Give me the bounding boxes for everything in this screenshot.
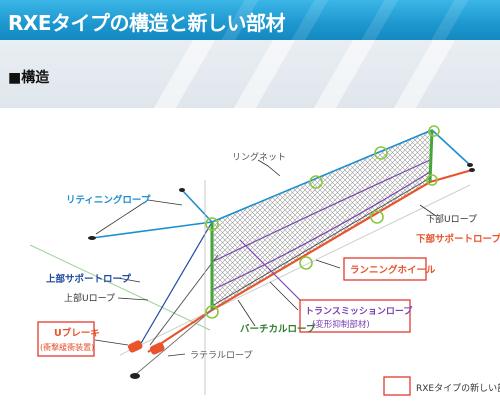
retaining-rope-label: リティニングロープ	[66, 194, 151, 206]
transmission-ropes	[211, 159, 431, 301]
section-bar: ■構造	[0, 40, 500, 108]
upper-support-rope-line	[139, 221, 213, 346]
upper-support-rope-label: 上部サポートロープ	[46, 273, 131, 285]
u-brake-box	[37, 321, 95, 357]
running-wheel-markers	[205, 125, 440, 319]
upper-u-rope-label: 上部Uロープ	[64, 292, 115, 304]
u-brake-devices	[127, 340, 165, 355]
vertical-rope-label: バーチカルロープ	[240, 323, 316, 335]
running-wheel-box	[343, 257, 427, 281]
lower-support-rope-label: 下部サポートロープ	[416, 233, 500, 245]
legend-swatch	[383, 376, 411, 396]
u-brake-label: Uブレーキ	[54, 327, 100, 339]
lower-support-rope-line	[147, 168, 473, 353]
lateral-rope-line	[134, 309, 213, 376]
posts	[210, 129, 434, 310]
ground-line	[119, 184, 471, 356]
lower-u-rope-label: 下部Uロープ	[426, 213, 477, 225]
u-brake-sublabel: (衝撃緩衝装置)	[40, 342, 94, 352]
page-title: RXEタイプの構造と新しい部材	[8, 11, 285, 35]
retaining-ropes	[91, 129, 471, 239]
transmission-rope-label: トランスミッションロープ	[305, 305, 413, 317]
section-title: ■構造	[8, 70, 50, 86]
leader-lines	[94, 159, 437, 357]
legend-text: RXEタイプの新しい部材	[416, 382, 500, 394]
transmission-rope-sublabel: (変形抑制部材)	[312, 319, 370, 330]
upper-u-rope-line	[149, 254, 219, 346]
lower-u-rope-line	[211, 177, 431, 307]
anchors	[88, 163, 475, 379]
ring-net-label: リングネット	[232, 151, 286, 163]
lateral-rope-label: ラテラルロープ	[190, 350, 252, 361]
transmission-rope-box	[299, 299, 411, 333]
slope-guide	[29, 244, 211, 331]
running-wheel-label: ランニングホイール	[350, 264, 436, 276]
page-header: RXEタイプの構造と新しい部材	[0, 0, 500, 40]
